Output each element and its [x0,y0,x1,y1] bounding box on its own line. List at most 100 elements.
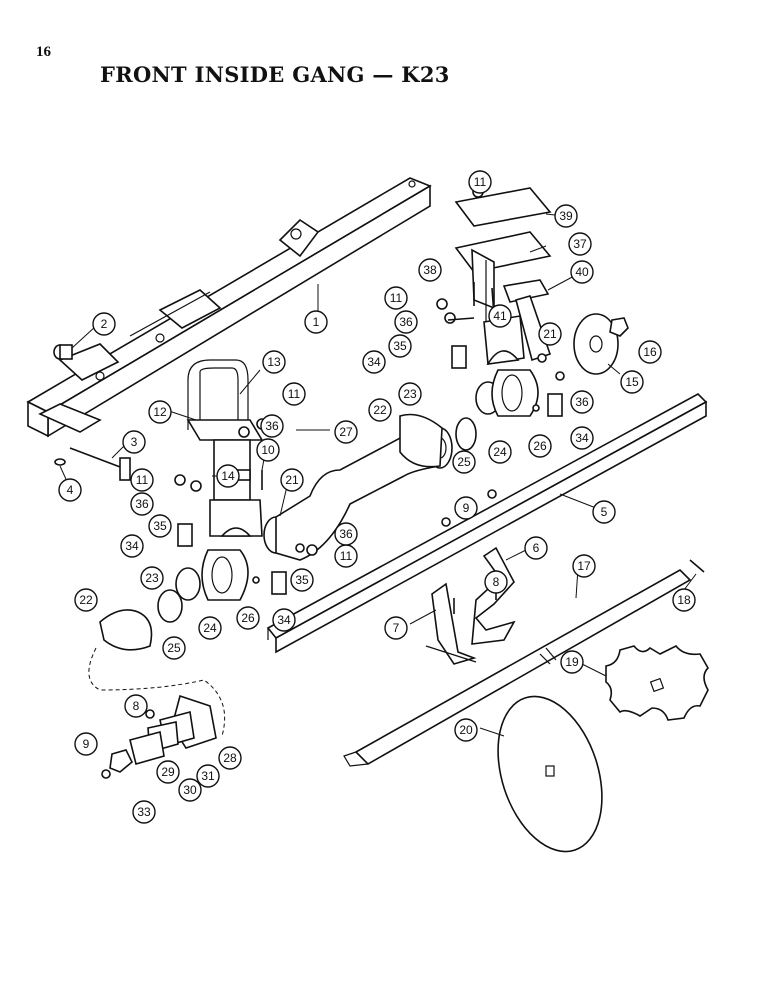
callout-number: 17 [577,559,591,573]
callout-number: 6 [533,541,540,555]
bushing [53,344,73,360]
callout-ring [280,468,304,492]
callout-25: 25 [162,636,186,660]
callout-number: 24 [493,445,507,459]
callout-ring [554,204,578,228]
callout-13: 13 [262,350,286,374]
callout-number: 23 [145,571,159,585]
callout-number: 11 [474,175,487,189]
callout-number: 22 [79,593,93,607]
callout-number: 10 [261,443,275,457]
callout-number: 11 [288,387,301,401]
callout-24: 24 [488,440,512,464]
callout-24: 24 [198,616,222,640]
callout-9: 9 [454,496,478,520]
hardware [174,186,565,614]
callout-17: 17 [572,554,596,578]
callout-35: 35 [290,568,314,592]
hanger-plates [454,187,552,366]
callout-number: 11 [136,473,149,487]
callout-number: 34 [367,355,381,369]
callout-ring [394,310,418,334]
callout-18: 18 [672,588,696,612]
callout-41: 41 [488,304,512,328]
callout-ring [384,616,408,640]
callout-ring [398,382,422,406]
callout-ring [290,568,314,592]
callout-6: 6 [524,536,548,560]
callout-ring [334,522,358,546]
callout-29: 29 [156,760,180,784]
frame-tube [26,177,432,438]
gang-shaft [343,569,692,767]
ring-lower [157,589,183,623]
bearing-left [175,549,249,601]
callout-number: 22 [373,403,387,417]
callout-ring [74,732,98,756]
callout-number: 34 [125,539,139,553]
callout-8: 8 [484,570,508,594]
callout-number: 36 [399,315,413,329]
callout-28: 28 [218,746,242,770]
plate-34d [547,393,563,417]
callout-ring [304,310,328,334]
callout-11: 11 [334,544,358,568]
callout-ring [334,420,358,444]
callout-39: 39 [554,204,578,228]
callout-ring [572,554,596,578]
callout-36: 36 [260,414,284,438]
callout-ring [130,468,154,492]
callout-number: 34 [575,431,589,445]
callout-number: 36 [265,419,279,433]
callout-ring [362,350,386,374]
callout-ring [638,340,662,364]
callout-number: 34 [277,613,291,627]
callout-38: 38 [418,258,442,282]
callout-ring [218,746,242,770]
callout-ring [132,800,156,824]
callout-number: 3 [131,435,138,449]
callout-ring [538,322,562,346]
callout-22: 22 [74,588,98,612]
callout-1: 1 [304,310,328,334]
callout-number: 16 [643,345,657,359]
callout-4: 4 [58,478,82,502]
callout-36: 36 [394,310,418,334]
callout-number: 11 [340,549,353,563]
callout-ring [468,170,492,194]
callout-number: 40 [575,265,589,279]
callout-number: 36 [339,527,353,541]
callout-11: 11 [384,286,408,310]
callout-34: 34 [272,608,296,632]
u-bolt-clamp-left [186,359,264,537]
callout-ring [672,588,696,612]
angle-bar [266,393,708,654]
callout-number: 25 [457,455,471,469]
callout-ring [388,334,412,358]
callout-ring [122,430,146,454]
callout-11: 11 [468,170,492,194]
callout-ring [454,718,478,742]
callout-number: 23 [403,387,417,401]
callout-number: 19 [565,655,579,669]
callout-ring [256,438,280,462]
cotter-pin [689,559,705,573]
callout-3: 3 [122,430,146,454]
callout-number: 33 [137,805,151,819]
callout-ring [120,534,144,558]
callout-ring [196,764,220,788]
callout-34: 34 [362,350,386,374]
callout-number: 7 [393,621,400,635]
callout-ring [452,450,476,474]
callout-19: 19 [560,650,584,674]
callout-ring [148,514,172,538]
callout-21: 21 [538,322,562,346]
callout-ring [488,440,512,464]
smooth-disc [497,695,603,853]
notched-disc [605,644,709,721]
callout-ring [528,434,552,458]
pin [69,447,131,481]
callout-ring [368,398,392,422]
callout-2: 2 [92,312,116,336]
callout-number: 35 [295,573,309,587]
